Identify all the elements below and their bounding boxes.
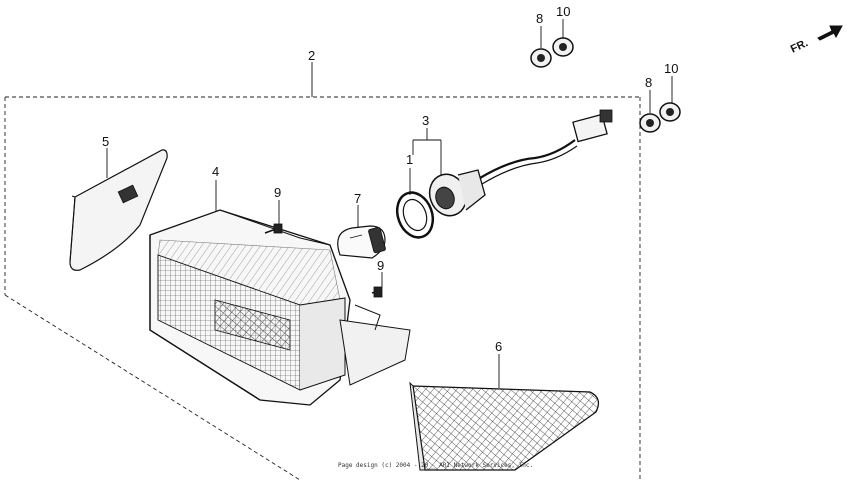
- part-nut-right[interactable]: [659, 102, 681, 122]
- callout-1: 1: [406, 152, 413, 167]
- callout-4: 4: [212, 164, 219, 179]
- callout-7: 7: [354, 191, 361, 206]
- part-bulb[interactable]: [337, 225, 386, 259]
- part-gasket-ring[interactable]: [391, 188, 439, 243]
- part-corner-lens-left[interactable]: [69, 149, 168, 271]
- callout-6: 6: [495, 339, 502, 354]
- callout-9-lower: 9: [377, 258, 384, 273]
- callout-9-upper: 9: [274, 185, 281, 200]
- callout-2: 2: [308, 48, 315, 63]
- part-screw-lower[interactable]: [371, 286, 383, 298]
- part-screw-upper[interactable]: [264, 223, 283, 234]
- callout-10-upper: 10: [556, 4, 570, 19]
- part-headlight-housing[interactable]: [149, 209, 411, 406]
- part-nut-upper[interactable]: [552, 37, 574, 57]
- leader-lines: [106, 19, 673, 388]
- part-grommet-right[interactable]: [639, 113, 661, 133]
- callout-3: 3: [422, 113, 429, 128]
- callout-8-upper: 8: [536, 11, 543, 26]
- front-direction-indicator: FR.: [789, 25, 843, 56]
- callout-10-right: 10: [664, 61, 678, 76]
- callout-8-right: 8: [645, 75, 652, 90]
- part-corner-lens-right[interactable]: [409, 381, 600, 471]
- part-socket-harness[interactable]: [424, 109, 613, 221]
- part-grommet-upper[interactable]: [530, 48, 552, 68]
- callout-5: 5: [102, 134, 109, 149]
- copyright-notice: Page design (c) 2004 - 20__ ARI Network …: [338, 462, 533, 469]
- front-arrow-icon: [817, 25, 843, 41]
- front-direction-label: FR.: [789, 37, 810, 55]
- assembly-frame: [4, 96, 641, 481]
